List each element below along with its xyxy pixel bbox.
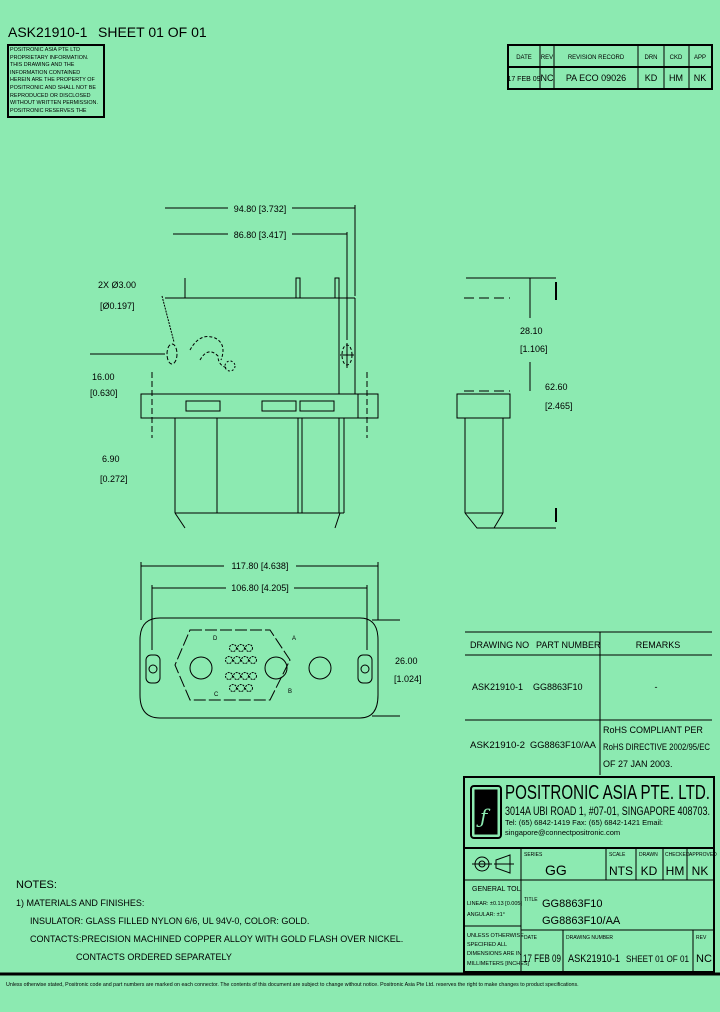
angular-tol: ANGULAR: ±1° <box>467 912 505 918</box>
notes-line-4: CONTACTS ORDERED SEPARATELY <box>76 952 232 962</box>
notes-title: NOTES: <box>16 879 57 891</box>
parts-row2-remarks-2: RoHS DIRECTIVE 2002/95/EC <box>603 742 710 752</box>
rev-value: NC <box>696 953 712 965</box>
rev-app: NK <box>694 73 707 83</box>
rev-header-drn: DRN <box>645 55 658 61</box>
pin-label-a: A <box>292 636 296 642</box>
pin-label-c: C <box>214 692 219 698</box>
scale-value: NTS <box>609 864 633 878</box>
svg-text:ƒ: ƒ <box>476 804 491 828</box>
footer-disclaimer: Unless otherwise stated, Positronic code… <box>6 982 579 988</box>
dim-height-1-inch: [0.630] <box>90 388 118 398</box>
dim-bottom-mounting: 106.80 [4.205] <box>231 583 289 593</box>
series-value: GG <box>545 862 567 878</box>
unless-note-1: UNLESS OTHERWISE <box>467 933 524 939</box>
dim-bottom-overall: 117.80 [4.638] <box>232 561 289 571</box>
scale-label: SCALE <box>609 852 626 858</box>
dim-side-2-inch: [2.465] <box>545 401 573 411</box>
title-line-1: GG8863F10 <box>542 898 603 910</box>
dim-holes-inch: [Ø0.197] <box>100 301 135 311</box>
unless-note-3: DIMENSIONS ARE IN <box>467 951 521 957</box>
bottom-view: D A C B 117.80 [4.638] 106.80 [4.205] 26… <box>139 561 422 719</box>
rev-header-record: REVISION RECORD <box>568 55 625 61</box>
unless-note-2: SPECIFIED ALL <box>467 942 507 948</box>
parts-row1-drawing: ASK21910-1 <box>472 682 523 692</box>
date-label: DATE <box>524 935 538 941</box>
parts-row2-remarks-3: OF 27 JAN 2003. <box>603 759 673 769</box>
rev-rev: NC <box>541 73 554 83</box>
drawn-label: DRAWN <box>639 852 658 858</box>
dim-bottom-height: 26.00 <box>395 656 418 666</box>
pin-label-b: B <box>288 689 292 695</box>
rev-ckd: HM <box>669 73 683 83</box>
dim-overall-width: 94.80 [3.732] <box>234 204 287 214</box>
dim-height-2: 6.90 <box>102 454 120 464</box>
company-logo: ƒ <box>470 785 502 839</box>
parts-row2-remarks-1: RoHS COMPLIANT PER <box>603 725 703 735</box>
dim-side-1-inch: [1.106] <box>520 344 548 354</box>
notes-line-2: INSULATOR: GLASS FILLED NYLON 6/6, UL 94… <box>30 916 309 926</box>
parts-row1-remarks: - <box>655 682 658 692</box>
approved-value: NK <box>692 864 709 878</box>
series-label: SERIES <box>524 852 543 858</box>
company-name: POSITRONIC ASIA PTE. LTD. <box>505 782 710 804</box>
dim-side-1: 28.10 <box>520 326 543 336</box>
rev-header-date: DATE <box>516 55 532 61</box>
rev-header-ckd: CKD <box>670 55 683 61</box>
proprietary-notice: POSITRONIC ASIA PTE LTD PROPRIETARY INFO… <box>7 44 105 118</box>
rev-date: 17 FEB 09 <box>507 76 540 83</box>
title-block: ƒ POSITRONIC ASIA PTE. LTD. 3014A UBI RO… <box>463 776 717 973</box>
rev-header-app: APP <box>694 55 706 61</box>
notes: NOTES: 1) MATERIALS AND FINISHES: INSULA… <box>16 879 403 962</box>
revision-table: DATE REV REVISION RECORD DRN CKD APP 17 … <box>507 44 713 90</box>
sheet-value: SHEET 01 OF 01 <box>626 954 689 964</box>
header-sheet: SHEET 01 OF 01 <box>98 24 207 40</box>
company-contact: Tel: (65) 6842-1419 Fax: (65) 6842-1421 … <box>505 818 664 837</box>
title-label: TITLE <box>524 897 538 903</box>
date-value: 17 FEB 09 <box>523 953 561 965</box>
projection-symbol <box>472 854 514 874</box>
general-tol-label: GENERAL TOL <box>472 886 521 893</box>
rev-label: REV <box>696 935 707 941</box>
approved-label: APPROVED <box>689 852 717 858</box>
checked-label: CHECKED <box>665 852 690 858</box>
title-line-2: GG8863F10/AA <box>542 915 621 927</box>
notes-line-1: 1) MATERIALS AND FINISHES: <box>16 898 144 908</box>
linear-tol: LINEAR: ±0.13 [0.005] <box>467 901 522 907</box>
dim-mounting-width: 86.80 [3.417] <box>234 230 287 240</box>
dim-side-2: 62.60 <box>545 382 568 392</box>
drawing-number-value: ASK21910-1 <box>568 953 620 965</box>
front-view <box>90 277 379 529</box>
unless-note-4: MILLIMETERS [INCHES] <box>467 961 530 967</box>
parts-header-drawing: DRAWING NO <box>470 640 529 650</box>
pin-label-d: D <box>213 636 218 642</box>
dim-height-1: 16.00 <box>92 372 115 382</box>
parts-row2-part: GG8863F10/AA <box>530 740 596 750</box>
front-dimensions: 94.80 [3.732] 86.80 [3.417] 2X Ø3.00 [Ø0… <box>90 204 368 484</box>
parts-table: DRAWING NO PART NUMBER REMARKS ASK21910-… <box>465 631 712 775</box>
drawing-number-label: DRAWING NUMBER <box>566 935 613 941</box>
notice-text: POSITRONIC ASIA PTE LTD PROPRIETARY INFO… <box>10 47 98 114</box>
header-part-number: ASK21910-1 <box>8 24 88 40</box>
rev-header-rev: REV <box>541 55 553 61</box>
parts-row2-drawing: ASK21910-2 <box>470 740 525 750</box>
dim-bottom-height-inch: [1.024] <box>394 674 422 684</box>
parts-header-part: PART NUMBER <box>536 640 601 650</box>
parts-row1-part: GG8863F10 <box>533 682 583 692</box>
rev-drn: KD <box>645 73 658 83</box>
side-view: 28.10 [1.106] 62.60 [2.465] <box>456 277 573 529</box>
drawn-value: KD <box>641 864 658 878</box>
dim-height-2-inch: [0.272] <box>100 474 128 484</box>
notes-line-3: CONTACTS:PRECISION MACHINED COPPER ALLOY… <box>30 934 403 944</box>
parts-header-remarks: REMARKS <box>636 640 681 650</box>
company-address: 3014A UBI ROAD 1, #07-01, SINGAPORE 4087… <box>505 804 710 818</box>
dim-holes: 2X Ø3.00 <box>98 280 136 290</box>
rev-record: PA ECO 09026 <box>566 73 626 83</box>
checked-value: HM <box>666 864 685 878</box>
